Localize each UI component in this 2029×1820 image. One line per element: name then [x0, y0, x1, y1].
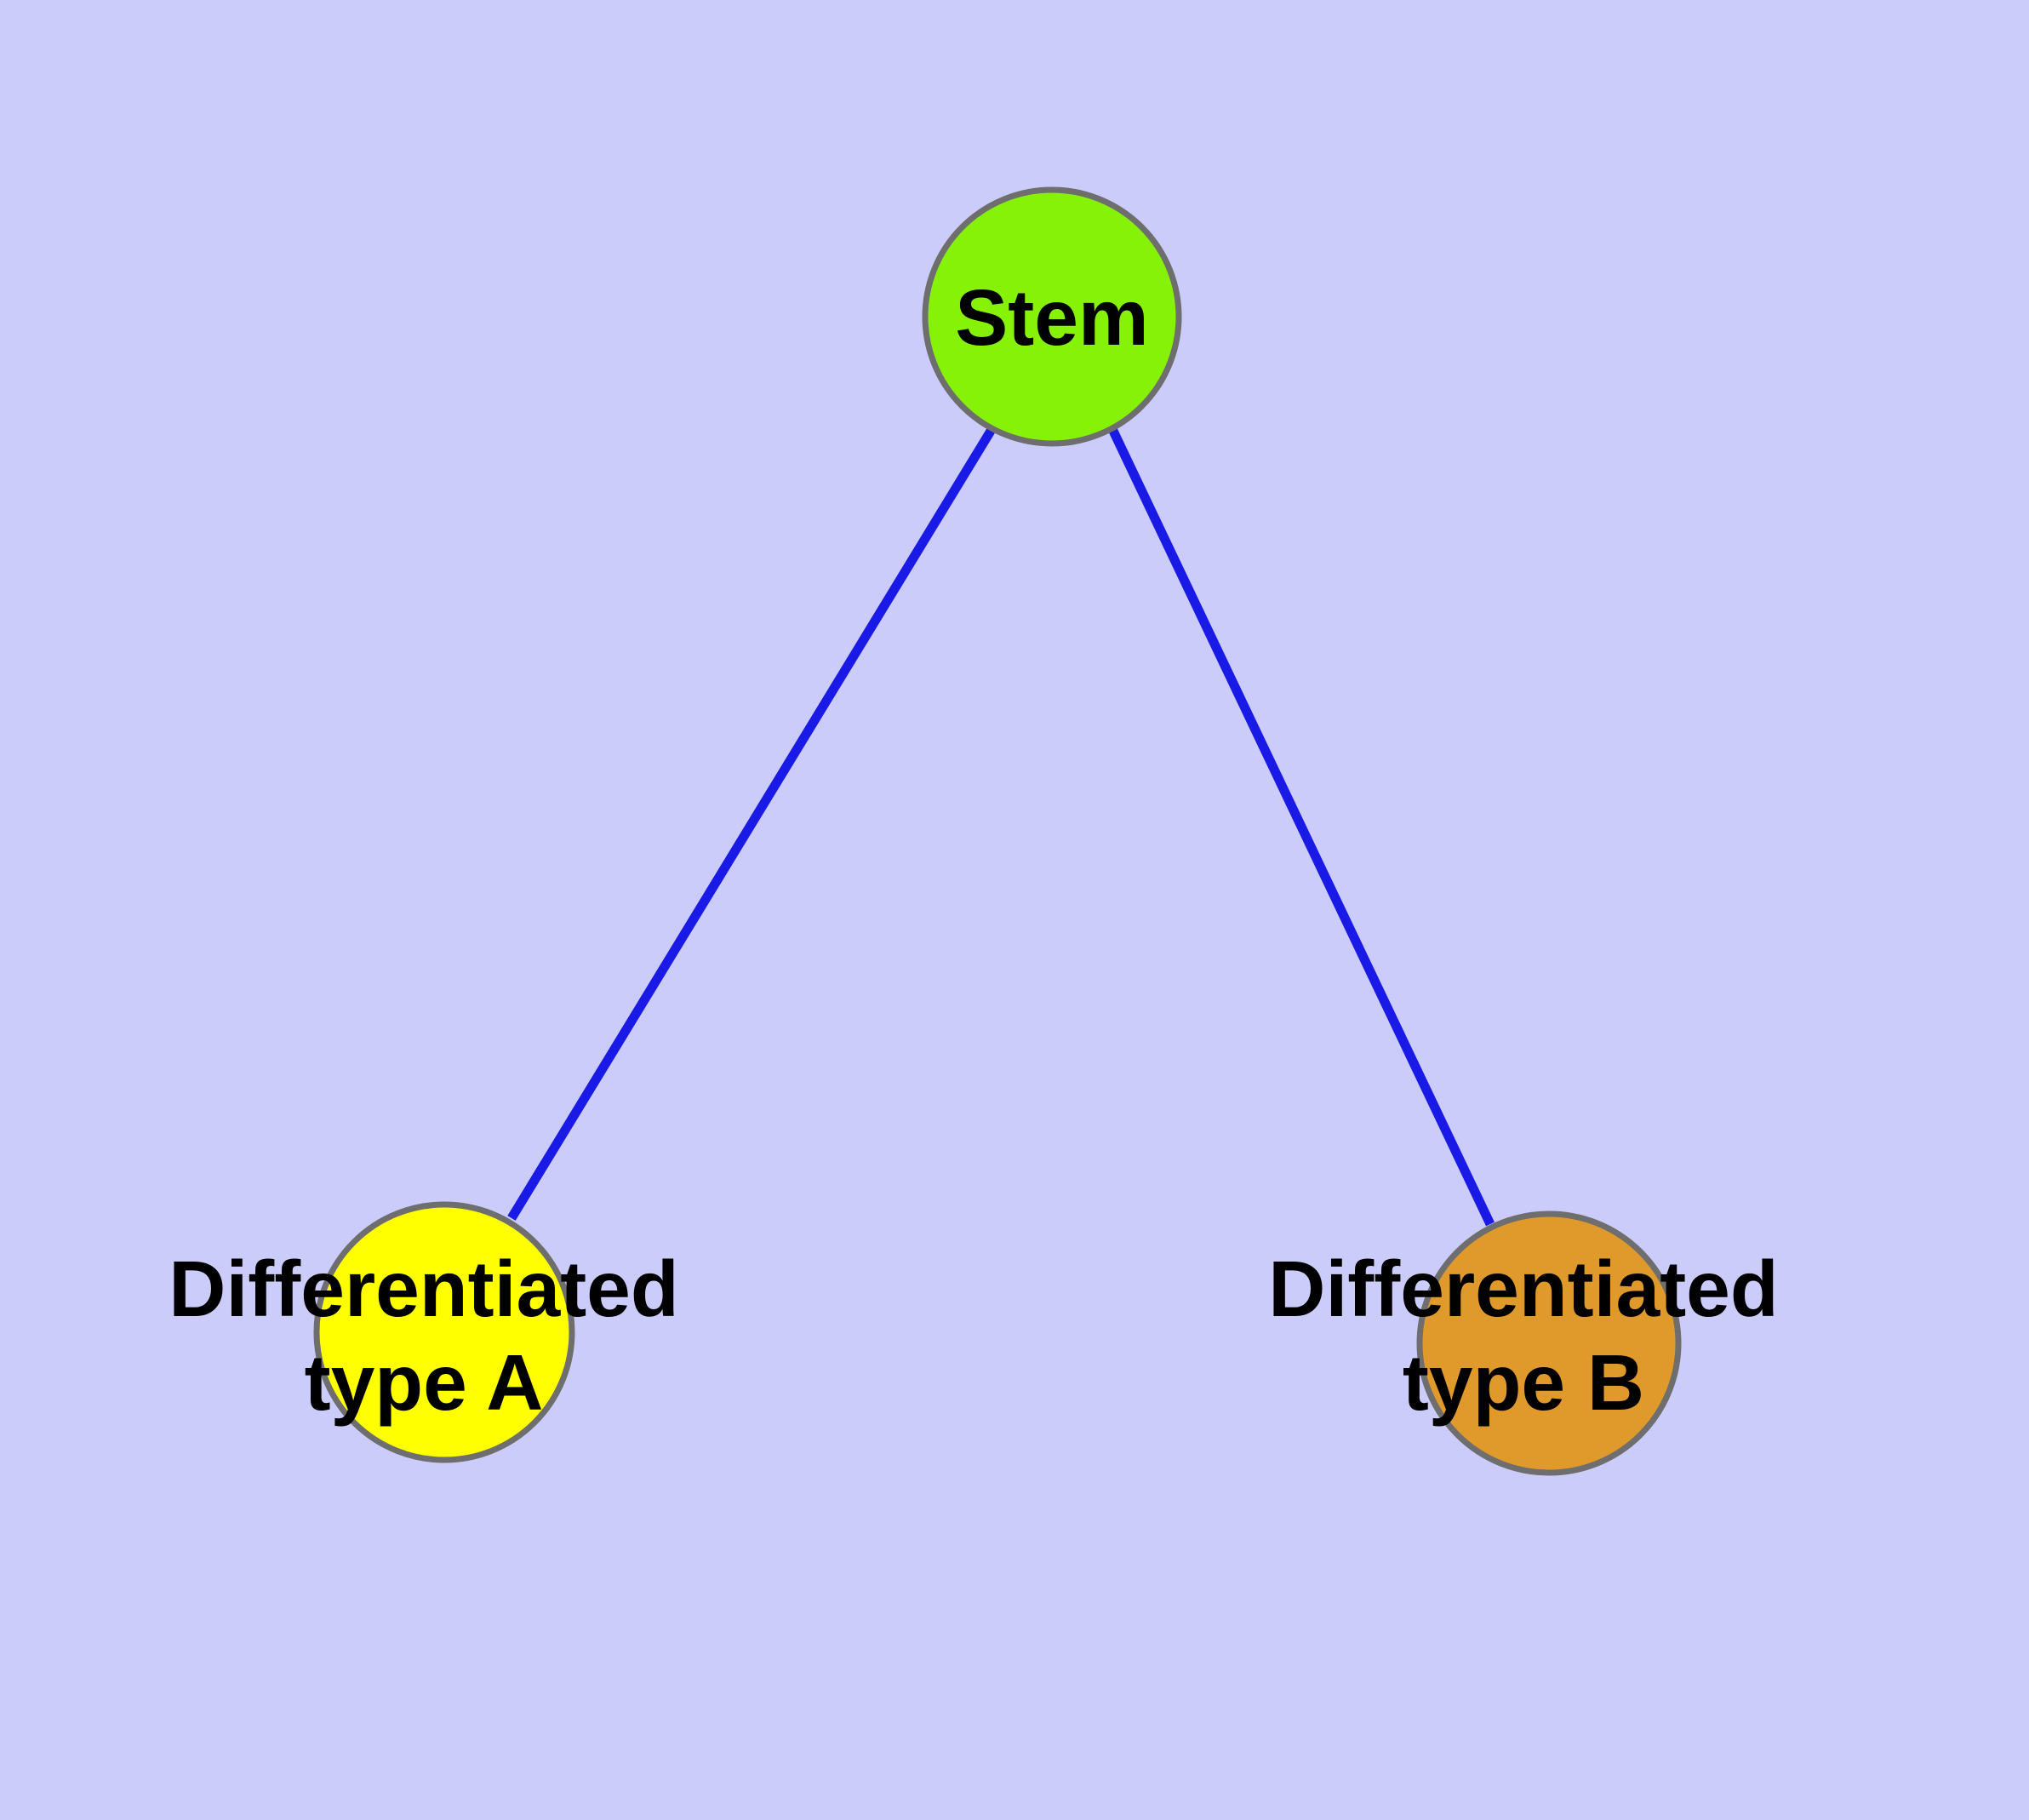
edge-stem-to-differentiated-type-b — [1108, 426, 1495, 1227]
stem-node-circle[interactable] — [922, 186, 1182, 447]
node-differentiated-type-b[interactable] — [1416, 1210, 1682, 1476]
edge-stem-to-differentiated-type-a — [507, 426, 997, 1221]
edges-layer — [507, 426, 1495, 1227]
node-stem[interactable] — [922, 186, 1182, 447]
node-label-line: Differentiated — [169, 1245, 678, 1333]
differentiated-type-b-node-circle[interactable] — [1416, 1210, 1682, 1476]
node-label-line: Stem — [955, 273, 1148, 362]
node-label-line: type B — [1403, 1338, 1644, 1427]
node-differentiated-type-a[interactable] — [313, 1201, 575, 1463]
node-label-line: type A — [305, 1338, 544, 1427]
stem-node-label: Stem — [955, 273, 1148, 362]
differentiated-type-a-node-circle[interactable] — [313, 1201, 575, 1463]
nodes-layer — [313, 186, 1682, 1476]
node-label-line: Differentiated — [1268, 1245, 1778, 1333]
